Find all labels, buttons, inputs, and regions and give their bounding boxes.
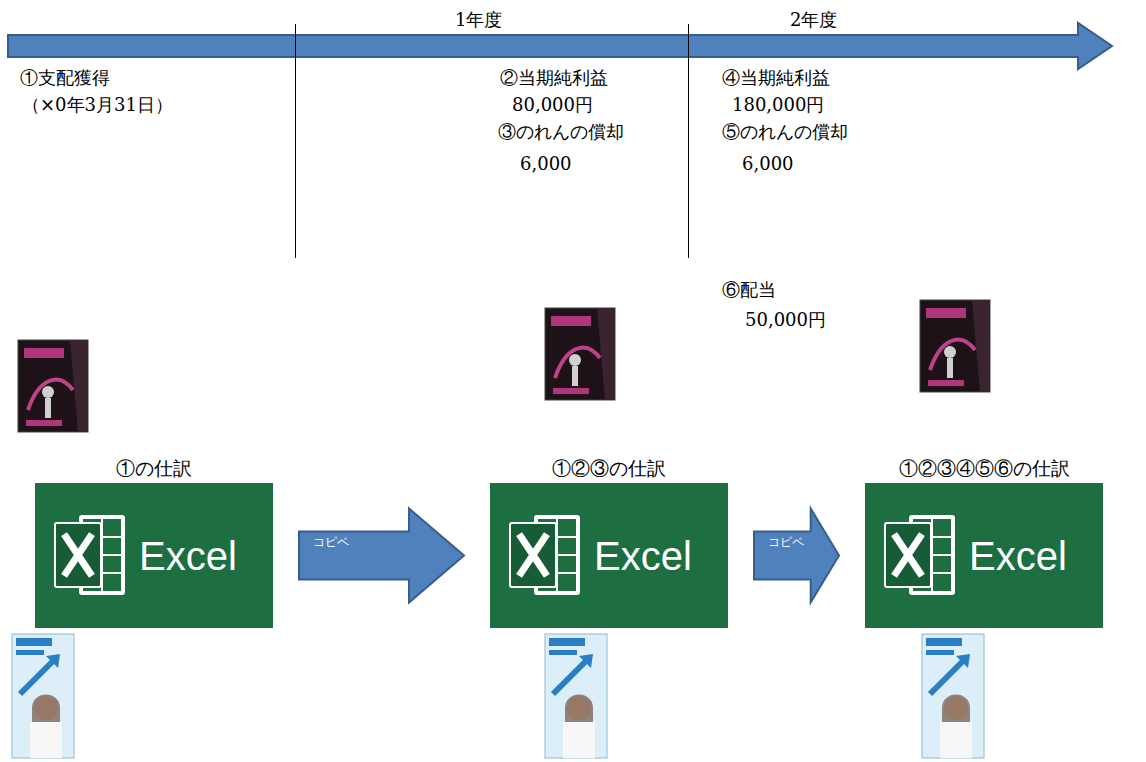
timeline-note: ②当期純利益 [500,66,608,90]
node-heading: ①②③の仕訳 [490,455,728,481]
excel-tile: Excel [865,483,1103,628]
edge-label: コピペ [313,534,349,550]
excel-tile: Excel [35,483,273,628]
software-box-icon-part [572,366,578,386]
software-box-icon-part [18,340,88,432]
excel-file-node: ①②③の仕訳 Excel [490,455,728,628]
excel-icon [490,483,600,628]
software-box-icon [18,340,88,432]
node-heading: ①②③④⑤⑥の仕訳 [865,455,1103,481]
accounting-box-icon-part [926,650,954,655]
accounting-box-icon [12,634,74,758]
timeline-note: 50,000円 [745,308,826,332]
timeline-note: 80,000円 [512,93,593,117]
accounting-box-icon-part [930,660,964,694]
timeline-arrow [8,23,1112,69]
accounting-box-icon-part [20,660,54,694]
accounting-box-icon-part [46,654,60,668]
software-box-icon-part [45,398,51,418]
timeline-note: 180,000円 [732,93,824,117]
timeline-note: ④当期純利益 [722,66,830,90]
software-box-icon-part [545,308,615,400]
software-box-icon-part [944,346,956,358]
software-box-icon-part [26,420,62,426]
copy-arrow [754,509,839,603]
accounting-box-icon-part [16,638,52,646]
timeline-note: 6,000 [520,152,572,176]
timeline-note: 2年度 [790,8,837,32]
accounting-box-icon-part [12,634,74,758]
node-heading: ①の仕訳 [35,455,273,481]
accounting-box-icon-part [545,634,607,758]
app-name: Excel [139,533,237,579]
software-box-icon-part [553,388,589,394]
software-box-icon-part [920,300,990,392]
timeline-note: ⑤のれんの償却 [722,120,848,144]
timeline-arrow-part [8,23,1112,69]
accounting-box-icon-part [922,634,984,758]
software-box-icon-part [551,316,591,326]
copy-arrow [299,509,464,603]
timeline-note: ①支配獲得 [20,66,110,90]
accounting-box-icon-part [565,695,593,725]
software-box-icon [545,308,615,400]
period-divider-part [688,24,689,258]
accounting-box-icon-part [32,695,60,725]
software-box-icon-part [947,358,953,378]
accounting-box-icon-part [563,722,595,758]
period-divider [296,24,689,258]
software-box-icon [920,300,990,392]
excel-icon [865,483,975,628]
accounting-box-icon-part [549,638,585,646]
timeline-note: （×0年3月31日） [22,93,173,117]
period-divider-part [295,24,296,258]
accounting-box-icon-part [549,650,577,655]
accounting-box-icon-part [956,654,970,668]
accounting-box-icon-part [30,722,62,758]
software-box-icon-part [597,308,615,400]
software-box-icon-part [928,380,964,386]
app-name: Excel [969,533,1067,579]
timeline-note: 1年度 [455,8,502,32]
software-box-icon-part [70,340,88,432]
accounting-box-icon-part [553,660,587,694]
excel-file-node: ①②③④⑤⑥の仕訳 Excel [865,455,1103,628]
software-box-icon-part [926,308,966,318]
app-name: Excel [594,533,692,579]
excel-file-node: ①の仕訳 Excel [35,455,273,628]
software-box-icon-part [42,386,54,398]
excel-tile: Excel [490,483,728,628]
timeline-note: ⑥配当 [722,278,776,302]
excel-icon [35,483,145,628]
accounting-box-icon [545,634,607,758]
accounting-box-icon-part [16,650,44,655]
software-box-icon-part [24,348,64,358]
timeline-note: ③のれんの償却 [498,120,624,144]
accounting-box-icon-part [579,654,593,668]
software-box-icon-part [569,354,581,366]
accounting-box-icon-part [940,722,972,758]
accounting-box-icon-part [926,638,962,646]
accounting-box-icon-part [942,695,970,725]
edge-label: コピペ [768,534,804,550]
software-box-icon-part [972,300,990,392]
timeline-note: 6,000 [742,152,794,176]
accounting-box-icon [922,634,984,758]
